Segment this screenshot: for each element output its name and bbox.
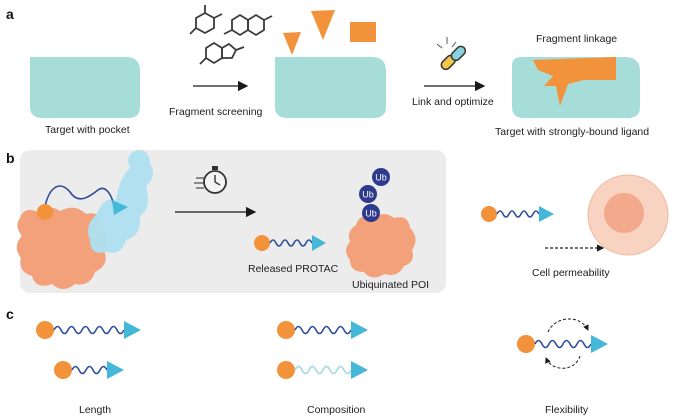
- cell-nucleus: [604, 193, 644, 233]
- length-long-ball: [36, 321, 54, 339]
- length-short-ball: [54, 361, 72, 379]
- composition-dark-triangle: [351, 321, 368, 339]
- target-with-pocket-shape: [30, 57, 140, 118]
- poi-protein-bound: [16, 207, 108, 289]
- bound-linker: [43, 185, 115, 213]
- composition-label: Composition: [307, 404, 366, 416]
- flexibility-rotation-arrow-bottom: [545, 355, 581, 369]
- released-protac-ball: [254, 235, 270, 251]
- flexibility-ball: [517, 335, 535, 353]
- length-long-linker: [53, 325, 125, 335]
- bound-warhead-triangle: [112, 200, 128, 215]
- panel-b-label: b: [6, 150, 15, 166]
- flexibility-linker: [534, 339, 592, 349]
- flexibility-rotation-arrow-top: [547, 318, 589, 333]
- flexibility-label: Flexibility: [545, 404, 589, 416]
- chain-link-icon: [436, 37, 467, 71]
- fragment-triangle-top: [311, 10, 335, 40]
- ub-label-3: Ub: [375, 173, 387, 183]
- panel-c-label: c: [6, 306, 14, 322]
- composition-dark-linker: [294, 325, 352, 335]
- e3-ligase-bound: [88, 150, 154, 253]
- length-label: Length: [79, 404, 112, 416]
- ub-label-2: Ub: [362, 190, 374, 200]
- released-protac-label: Released PROTAC: [248, 263, 339, 275]
- ubiquinated-poi-label: Ubiquinated POI: [352, 279, 430, 291]
- released-protac-triangle: [312, 235, 326, 251]
- stopwatch-icon: [194, 166, 227, 194]
- bound-fragment-ball: [37, 204, 53, 220]
- composition-dark-ball: [277, 321, 295, 339]
- length-short-linker: [71, 365, 108, 375]
- linked-ligand-shape: [533, 57, 616, 106]
- fragment-screening-label: Fragment screening: [169, 106, 263, 118]
- composition-light-ball: [277, 361, 295, 379]
- ub-bead-2: [359, 185, 377, 203]
- permeability-protac-ball: [481, 206, 497, 222]
- permeability-protac-triangle: [539, 206, 554, 222]
- panel-a-label: a: [6, 6, 14, 22]
- link-and-optimize-label: Link and optimize: [412, 96, 494, 108]
- permeability-protac-linker: [496, 210, 540, 218]
- fragment-rectangle: [350, 22, 376, 42]
- fragment-linkage-label: Fragment linkage: [536, 33, 618, 45]
- composition-light-triangle: [351, 361, 368, 379]
- composition-light-linker: [294, 365, 352, 375]
- ub-bead-1: [362, 204, 380, 222]
- released-protac-linker: [269, 239, 313, 247]
- ubiquinated-poi-protein: [346, 214, 416, 278]
- length-short-triangle: [107, 361, 124, 379]
- ub-bead-3: [372, 168, 390, 186]
- target-with-fragments-shape: [275, 57, 386, 118]
- target-with-pocket-label: Target with pocket: [45, 124, 130, 136]
- length-long-triangle: [124, 321, 141, 339]
- flexibility-triangle: [591, 335, 608, 353]
- target-strong-ligand-label: Target with strongly-bound ligand: [495, 126, 650, 138]
- fragment-triangle-left: [283, 32, 301, 55]
- chemical-fragments-icon: [189, 5, 273, 65]
- ub-label-1: Ub: [365, 209, 377, 219]
- cell-permeability-label: Cell permeability: [532, 267, 610, 279]
